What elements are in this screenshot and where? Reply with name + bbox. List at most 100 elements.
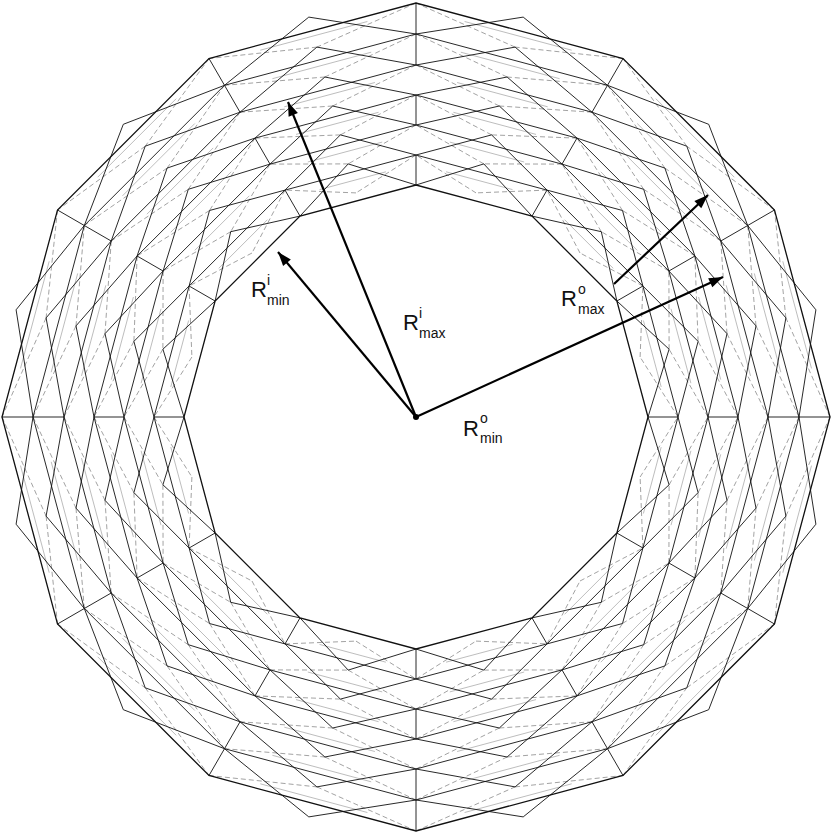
hidden-member — [580, 253, 643, 286]
strut — [105, 417, 124, 500]
radial-strut — [669, 563, 695, 578]
hidden-member — [608, 85, 665, 168]
hidden-member — [446, 172, 512, 190]
radius-arrow — [278, 252, 416, 417]
hidden-member — [272, 52, 371, 78]
strut — [317, 47, 416, 65]
radius-arrow — [416, 277, 723, 417]
strut — [123, 85, 224, 124]
dodecagon-ring — [184, 185, 648, 649]
strut — [547, 624, 623, 644]
hidden-member — [775, 210, 786, 318]
hidden-member — [665, 168, 748, 225]
hidden-member — [189, 286, 192, 357]
hidden-member — [695, 493, 698, 578]
strut — [134, 493, 189, 548]
radial-strut — [416, 769, 417, 800]
radial-strut — [592, 722, 608, 749]
radial-strut — [617, 286, 643, 301]
strut — [137, 578, 167, 666]
hidden-member — [754, 273, 781, 372]
hidden-member — [783, 261, 812, 368]
strut — [189, 548, 209, 624]
hidden-member — [325, 34, 416, 77]
hidden-member — [270, 669, 348, 670]
hidden-member — [209, 776, 317, 787]
hidden-member — [416, 699, 492, 739]
dodecagon-ring — [64, 65, 768, 769]
hidden-member — [167, 666, 224, 749]
hidden-member — [583, 584, 638, 639]
hidden-member — [671, 451, 691, 525]
radial-strut — [416, 95, 417, 125]
radial-strut — [768, 417, 799, 418]
hidden-member — [141, 309, 161, 383]
lattice — [2, 3, 830, 831]
hidden-member — [94, 341, 134, 417]
hidden-member — [698, 417, 738, 493]
radial-strut — [189, 533, 215, 548]
hidden-member — [465, 22, 572, 51]
radial-strut — [225, 85, 241, 112]
hidden-member — [726, 458, 750, 549]
hidden-member — [325, 757, 416, 800]
strut — [623, 211, 643, 287]
hidden-member — [51, 462, 77, 561]
hidden-member — [333, 728, 416, 769]
radius-subscript: max — [577, 302, 605, 316]
hidden-member — [592, 112, 644, 189]
hidden-member — [195, 584, 250, 639]
radial-strut — [58, 609, 85, 625]
strut — [210, 624, 286, 644]
hidden-member — [671, 309, 691, 383]
radial-strut — [592, 85, 608, 112]
hidden-member — [580, 548, 643, 581]
hidden-member — [171, 447, 189, 513]
hidden-member — [285, 641, 356, 644]
radial-strut — [532, 190, 547, 216]
arrow-head — [694, 195, 708, 208]
strut — [608, 85, 709, 124]
hidden-member — [209, 47, 317, 58]
strut — [231, 216, 300, 232]
strut — [768, 417, 786, 516]
radial-strut — [137, 256, 163, 271]
strut — [648, 417, 669, 485]
hidden-member — [94, 417, 134, 493]
hidden-member — [592, 645, 644, 722]
hidden-member — [162, 485, 163, 563]
radial-strut — [33, 417, 64, 418]
radial-strut — [416, 155, 417, 185]
strut — [231, 602, 300, 618]
strut — [348, 649, 416, 670]
strut — [16, 310, 33, 417]
hidden-member — [84, 168, 167, 225]
hidden-member — [656, 99, 735, 178]
strut — [333, 106, 416, 125]
hidden-member — [308, 672, 382, 692]
strut — [163, 349, 184, 417]
strut — [416, 709, 499, 728]
hidden-member — [98, 99, 177, 178]
hidden-member — [84, 609, 167, 666]
radial-strut — [721, 593, 748, 609]
radial-strut — [225, 722, 241, 749]
radial-strut — [799, 417, 830, 418]
hidden-member — [141, 451, 161, 525]
hidden-member — [416, 95, 492, 135]
strut — [416, 649, 484, 670]
radial-strut — [532, 618, 547, 644]
strut — [416, 47, 515, 65]
strut — [577, 666, 665, 696]
radial-strut — [669, 256, 695, 271]
dodecagon-ring — [2, 3, 830, 831]
hidden-member — [33, 417, 76, 508]
radius-symbol: R — [462, 418, 480, 440]
hidden-member — [416, 34, 507, 77]
radius-superscript: i — [266, 273, 271, 287]
strut — [16, 417, 33, 524]
strut — [309, 17, 416, 34]
strut — [309, 800, 416, 817]
hidden-member — [727, 417, 768, 500]
hidden-member — [98, 657, 177, 736]
